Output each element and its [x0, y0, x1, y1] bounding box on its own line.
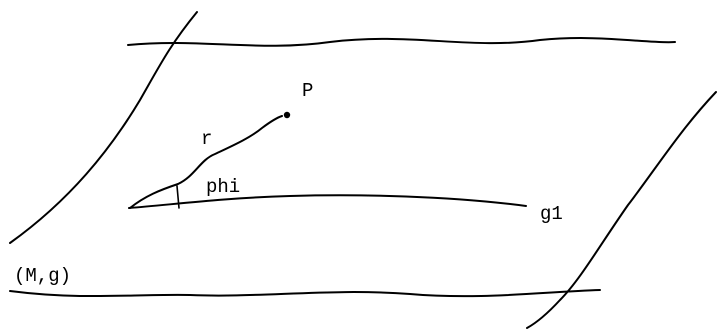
surface-top-edge	[127, 37, 676, 47]
angle-phi-label: phi	[206, 176, 240, 198]
radius-r-label: r	[201, 128, 212, 150]
angle-phi-mark	[176, 185, 180, 209]
manifold-label: (M,g)	[14, 265, 71, 287]
surface-right-edge	[526, 91, 717, 329]
surface-bottom-edge	[9, 289, 601, 298]
radial-curve-r	[129, 115, 283, 209]
point-p-label: P	[302, 80, 313, 102]
geodesic-g1-label: g1	[540, 203, 563, 225]
point-p-dot	[283, 111, 291, 119]
surface-left-edge	[9, 11, 198, 244]
geodesic-g1-curve	[128, 194, 527, 209]
